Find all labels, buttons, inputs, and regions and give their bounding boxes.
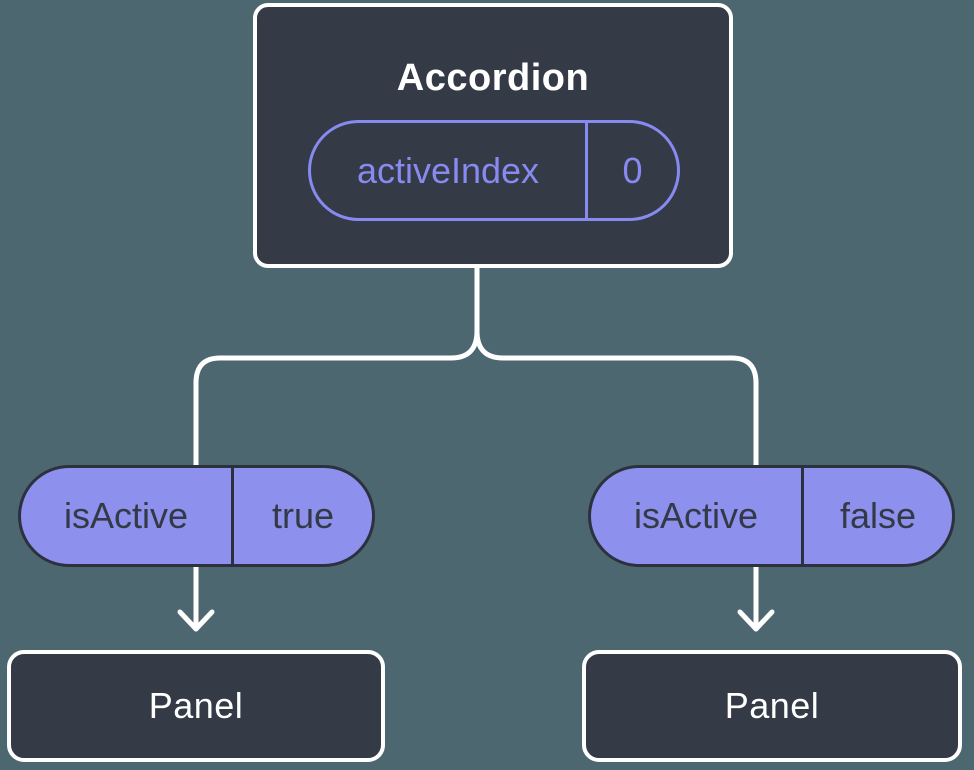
panel-node-right: Panel: [582, 650, 962, 762]
state-pill: activeIndex 0: [308, 120, 680, 221]
prop-pill-value: false: [839, 495, 917, 536]
prop-pill-key: isActive: [21, 468, 234, 564]
state-pill-value: 0: [622, 149, 643, 191]
prop-pill-left: isActive true: [18, 465, 375, 567]
prop-pill-key: isActive: [591, 468, 804, 564]
accordion-node-title: Accordion: [396, 57, 590, 99]
prop-pill-value: true: [271, 495, 335, 536]
arrowhead-down-icon: [737, 609, 775, 632]
arrowhead-down-icon: [177, 609, 215, 632]
accordion-node: Accordion activeIndex 0: [253, 3, 733, 268]
prop-pill-right: isActive false: [588, 465, 955, 567]
panel-node-title: Panel: [724, 685, 820, 726]
panel-node-left: Panel: [7, 650, 385, 762]
panel-node-title: Panel: [148, 685, 244, 726]
state-pill-key: activeIndex: [311, 123, 588, 218]
